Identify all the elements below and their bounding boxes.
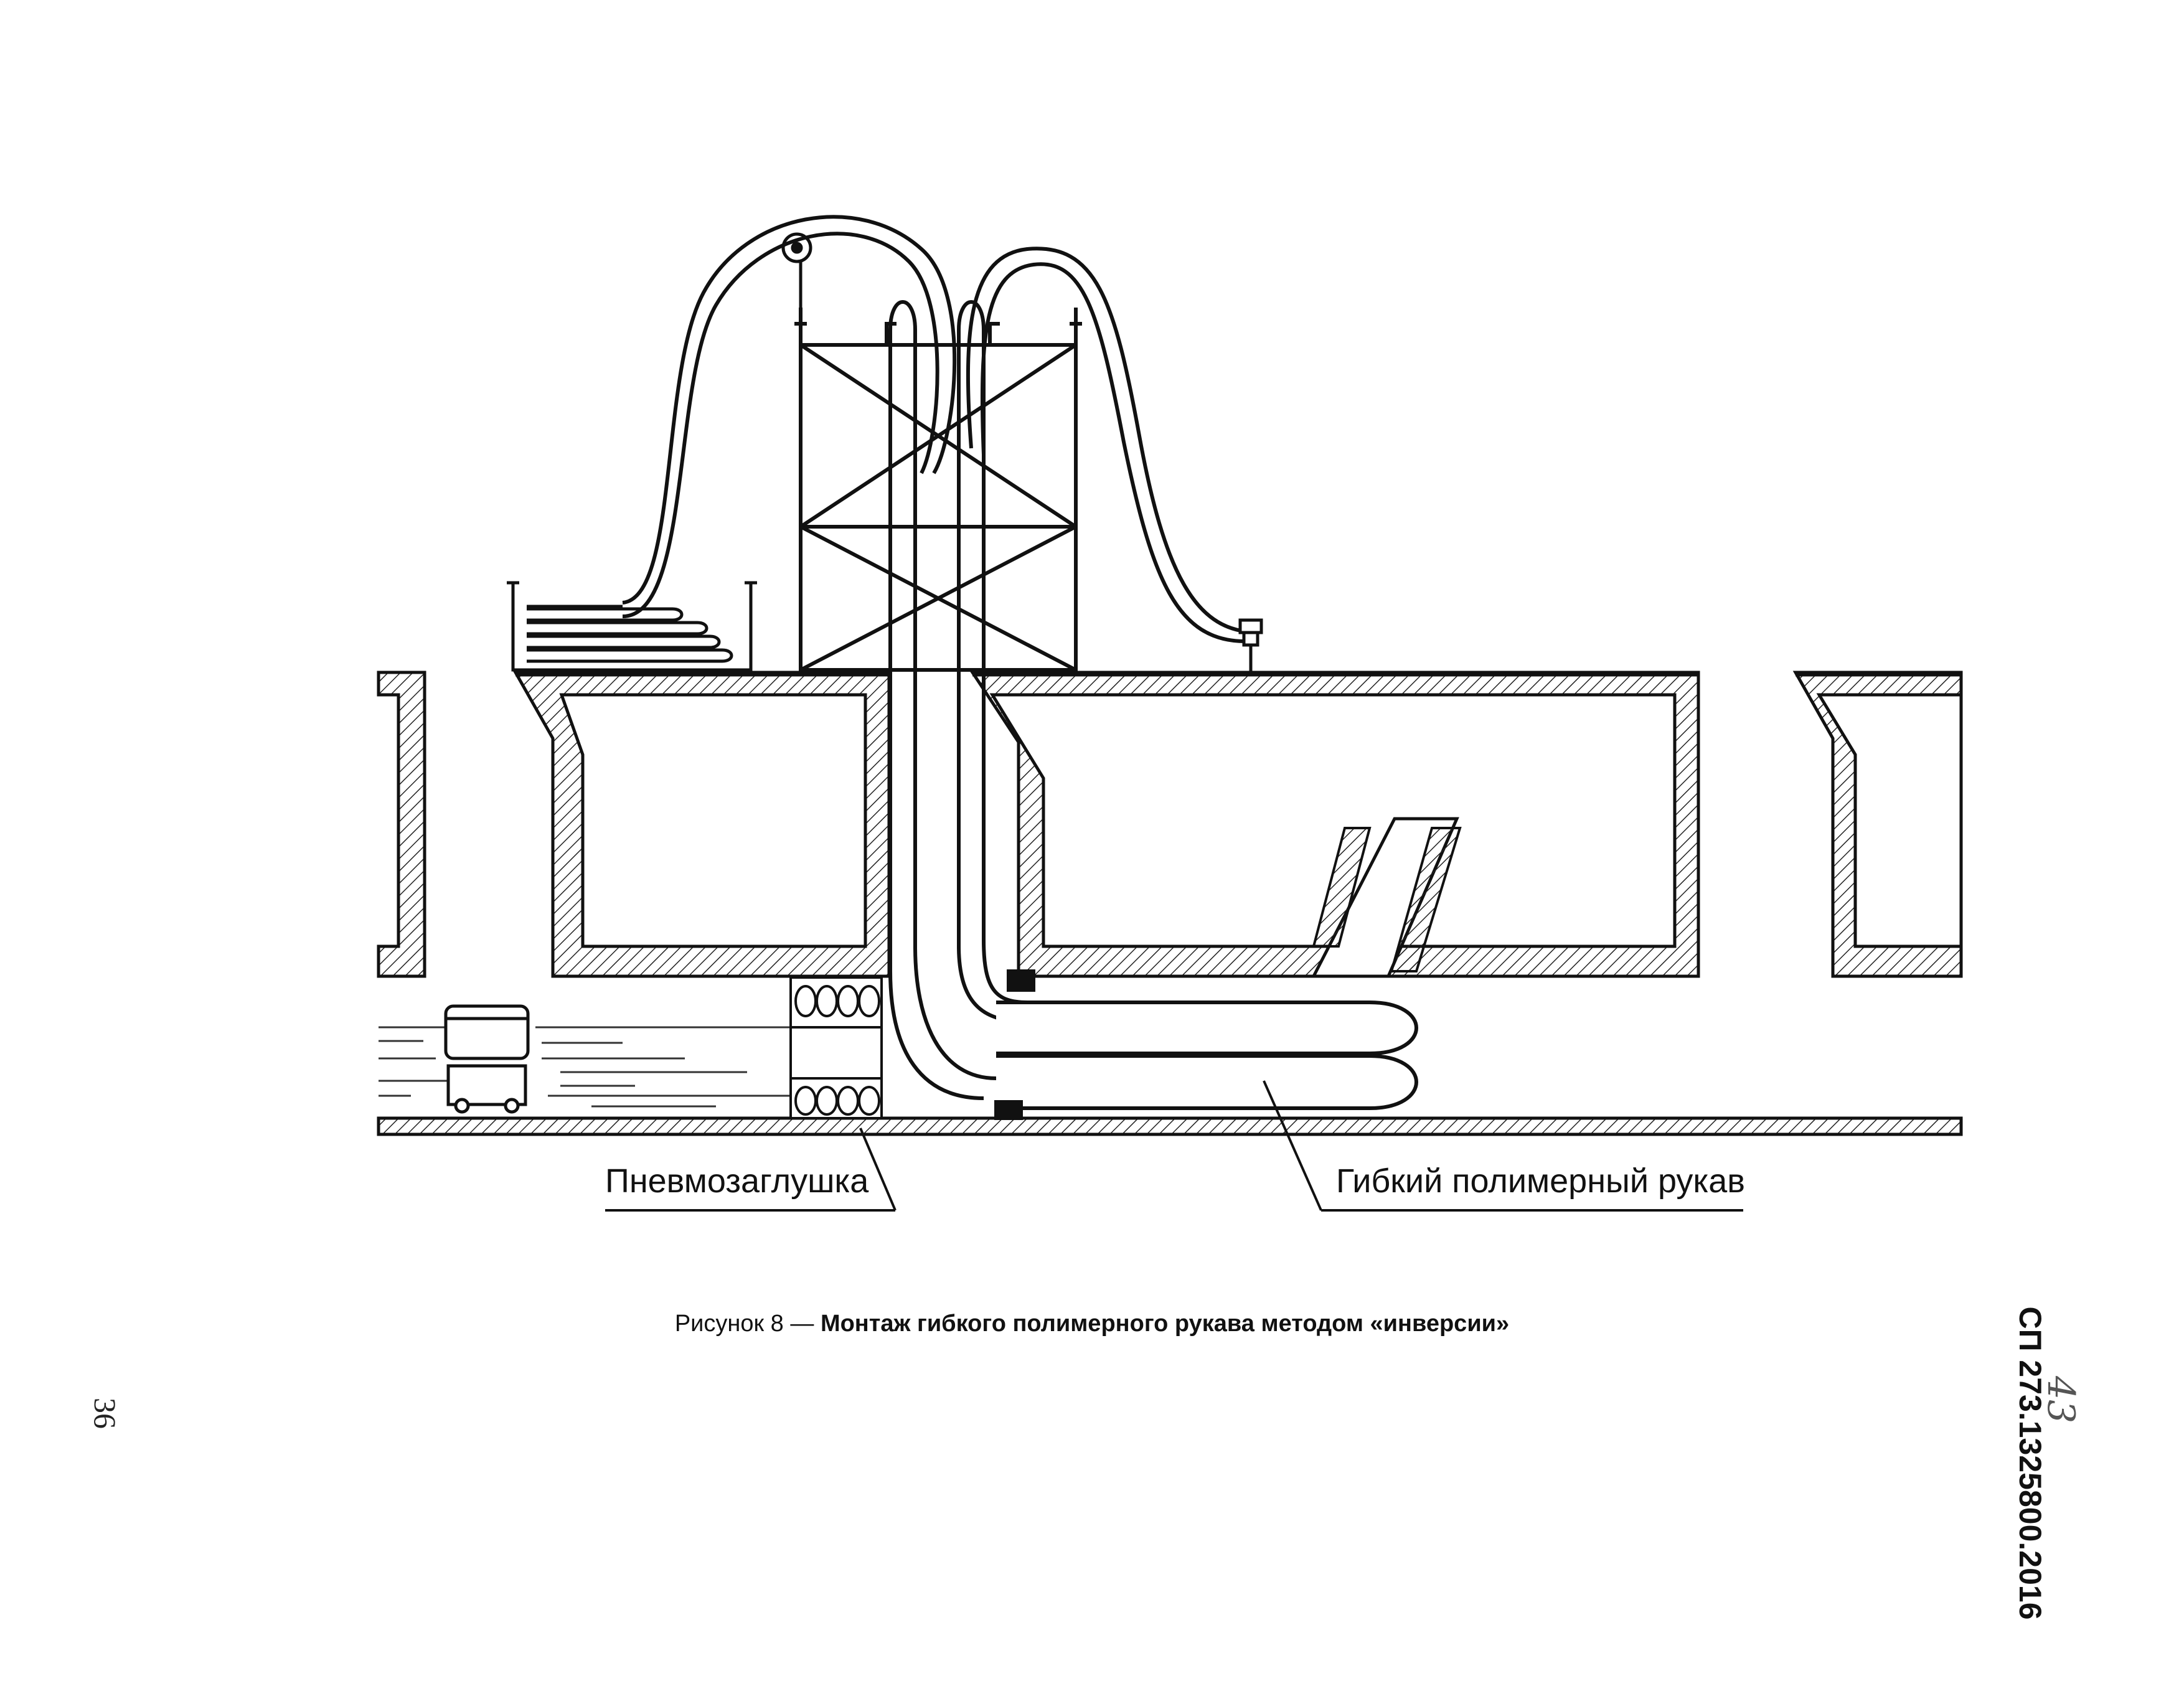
left-edge-wall bbox=[377, 671, 426, 978]
pipe-floor bbox=[377, 1116, 1963, 1136]
caption-text: Монтаж гибкого полимерного рукава методо… bbox=[820, 1311, 1510, 1337]
page-number: 36 bbox=[88, 1398, 123, 1429]
inversion-diagram bbox=[377, 215, 1963, 1212]
air-valve bbox=[1238, 618, 1263, 674]
sewage-water bbox=[379, 1026, 797, 1108]
figure-caption: Рисунок 8 — Монтаж гибкого полимерного р… bbox=[0, 1311, 2184, 1337]
manhole-wall-right bbox=[1390, 827, 1462, 972]
document-code: СП 273.1325800.2016 bbox=[2013, 1306, 2048, 1620]
hoses bbox=[622, 215, 1252, 666]
air-plug bbox=[789, 976, 883, 1119]
cleaning-robot bbox=[444, 1004, 530, 1114]
right-edge-block bbox=[1792, 671, 1963, 978]
manhole-wall-left bbox=[1312, 827, 1372, 948]
air-plug-label: Пневмозаглушка bbox=[605, 1162, 869, 1200]
document-page: Пневмозаглушка Гибкий полимерный рукав Р… bbox=[0, 215, 2184, 1620]
handwritten-page-number: 43 bbox=[2039, 1376, 2083, 1424]
inversion-tower bbox=[794, 308, 1082, 672]
pulley bbox=[781, 232, 812, 345]
sleeve-reel bbox=[507, 581, 757, 672]
caption-prefix: Рисунок 8 — bbox=[674, 1311, 821, 1337]
ground-wells bbox=[377, 671, 1963, 1136]
leader-lines bbox=[605, 1080, 1743, 1212]
inverted-sleeve bbox=[994, 969, 1418, 1120]
flexible-sleeve-label: Гибкий полимерный рукав bbox=[1336, 1162, 1745, 1200]
left-ground-block bbox=[512, 671, 891, 978]
